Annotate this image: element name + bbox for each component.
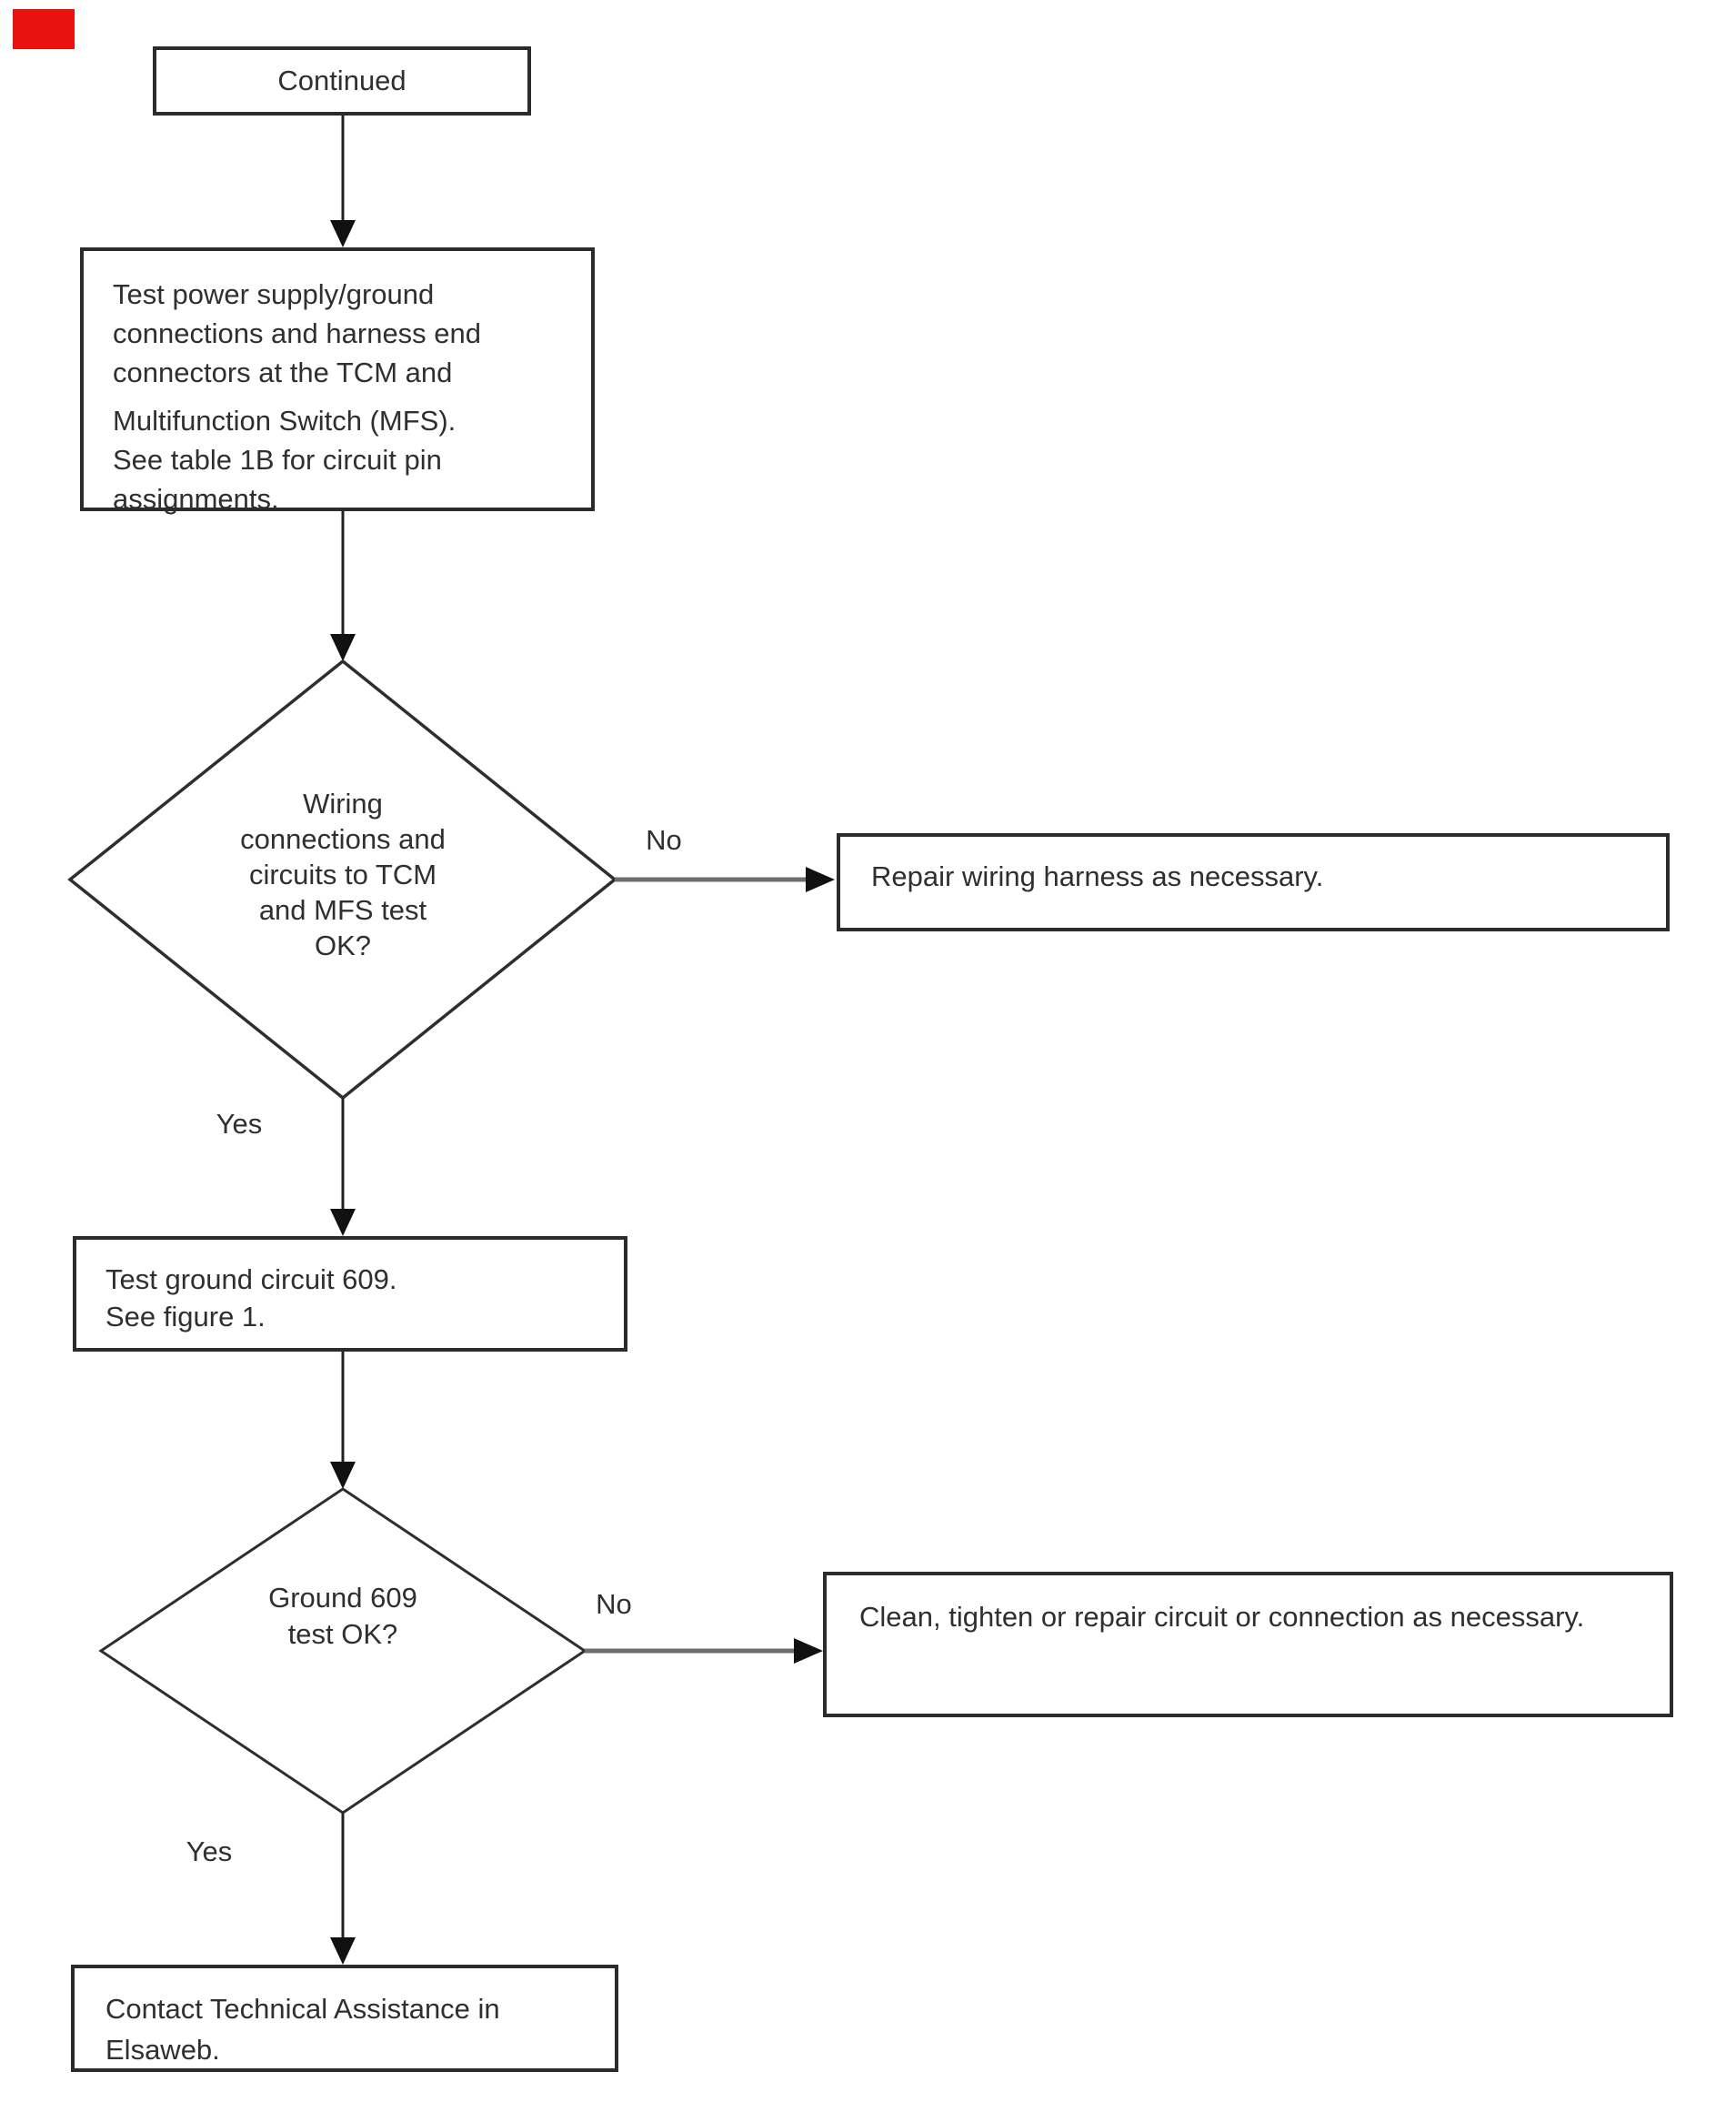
process2-line: See figure 1. <box>105 1301 266 1333</box>
process1-line: connections and harness end <box>113 317 482 349</box>
continued-box: Continued <box>153 46 531 116</box>
decision1-label: Wiring connections and circuits to TCM a… <box>179 786 507 963</box>
continued-label: Continued <box>277 65 406 96</box>
process1-line: Multifunction Switch (MFS). <box>113 405 457 437</box>
decision1-line: connections and <box>240 823 446 855</box>
contact-box: Contact Technical Assistance in Elsaweb. <box>71 1965 618 2072</box>
decision2-yes-label: Yes <box>186 1835 233 1867</box>
process2-box: Test ground circuit 609. See figure 1. <box>73 1236 627 1352</box>
process1-line: See table 1B for circuit pin <box>113 444 442 476</box>
arrow-continued-to-process1 <box>330 116 356 247</box>
decision1-line: circuits to TCM <box>248 859 437 890</box>
decision1-no-label: No <box>646 824 682 856</box>
arrow-decision1-no <box>615 867 835 892</box>
decision1-line: and MFS test <box>258 894 427 926</box>
process1-line: Test power supply/ground <box>113 278 435 310</box>
contact-line: Elsaweb. <box>105 2034 220 2066</box>
decision1-yes-label: Yes <box>216 1108 263 1140</box>
decision1-line: Wiring <box>303 788 383 820</box>
arrow-decision2-no <box>585 1638 823 1664</box>
red-scan-marker <box>13 9 75 49</box>
contact-text: Contact Technical Assistance in Elsaweb. <box>105 1988 615 2070</box>
decision2-line: test OK? <box>287 1618 398 1650</box>
repair-label: Repair wiring harness as necessary. <box>871 860 1324 892</box>
clean-box: Clean, tighten or repair circuit or conn… <box>823 1572 1673 1717</box>
process1-line: connectors at the TCM and <box>113 357 453 388</box>
arrow-process1-to-decision1 <box>330 511 356 661</box>
process1-box: Test power supply/ground connections and… <box>80 247 595 515</box>
arrow-process2-to-decision2 <box>330 1352 356 1489</box>
contact-line: Contact Technical Assistance in <box>105 1993 500 2025</box>
decision1-line: OK? <box>314 930 372 961</box>
process2-text: Test ground circuit 609. See figure 1. <box>105 1261 624 1335</box>
repair-box: Repair wiring harness as necessary. <box>837 833 1670 931</box>
decision2-no-label: No <box>596 1588 632 1620</box>
process1-text: Test power supply/ground connections and… <box>113 275 591 518</box>
arrow-decision2-yes <box>330 1813 356 1965</box>
decision2-label: Ground 609 test OK? <box>188 1580 497 1653</box>
arrow-decision1-yes <box>330 1098 356 1236</box>
process1-line: assignments. <box>113 483 279 515</box>
process2-line: Test ground circuit 609. <box>105 1263 397 1295</box>
decision2-line: Ground 609 <box>268 1582 417 1614</box>
clean-label: Clean, tighten or repair circuit or conn… <box>859 1601 1585 1633</box>
